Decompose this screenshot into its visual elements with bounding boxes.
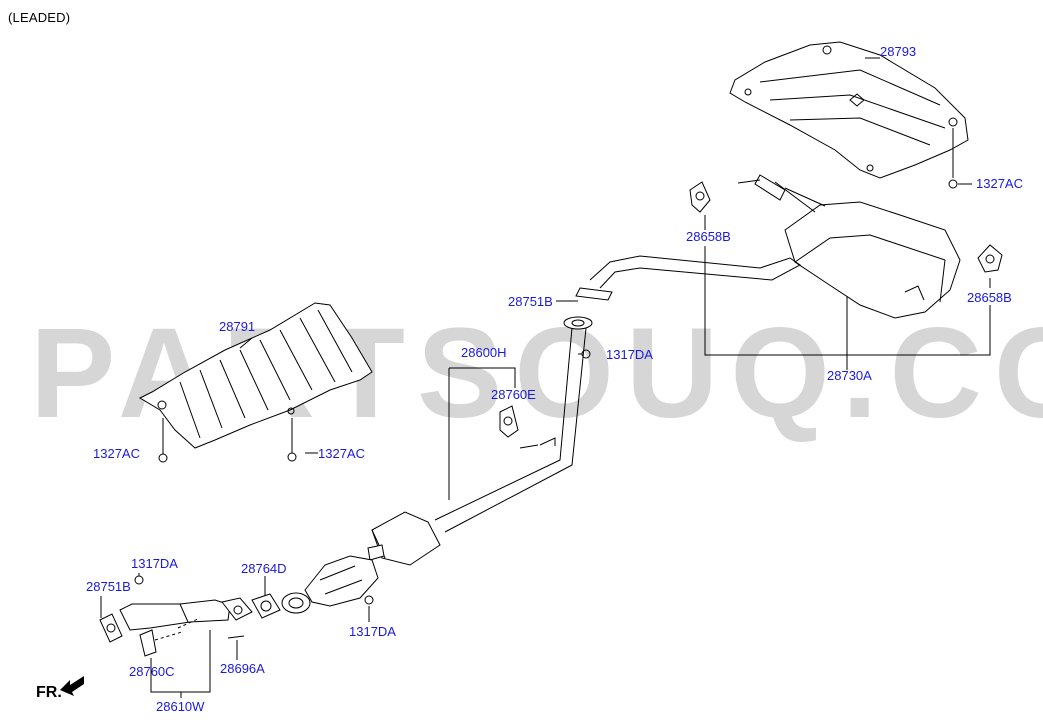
rubber-hanger-center [499,405,519,438]
callout-28696A[interactable]: 28696A [220,661,265,676]
front-indicator-label: FR. [36,684,62,701]
callout-28658B-right[interactable]: 28658B [967,290,1012,305]
callout-28793[interactable]: 28793 [880,44,917,59]
callout-28658B-left[interactable]: 28658B [686,229,731,244]
callout-28764D[interactable]: 28764D [241,561,287,576]
heat-protector-rear [729,41,969,179]
callout-1317DA-top[interactable]: 1317DA [606,347,653,362]
callout-28751B-top[interactable]: 28751B [508,294,553,309]
callout-1327AC-right[interactable]: 1327AC [976,176,1023,191]
callout-1327AC-mid[interactable]: 1327AC [318,446,365,461]
center-pipe [434,316,593,533]
nut-1327AC-left [158,453,168,463]
heat-protector-front [138,302,373,449]
front-pipe [99,597,253,657]
gasket-front [251,593,281,619]
nut-1327AC-mid [287,452,297,462]
nut-1327AC-right [948,179,958,189]
callout-28600H[interactable]: 28600H [461,345,507,360]
leader-lines [100,57,991,698]
resonator [371,511,441,566]
callout-28760E[interactable]: 28760E [491,387,536,402]
catalytic-converter [281,544,385,614]
nut-1317DA-bottom-left [134,575,144,585]
muffler [737,174,961,319]
rubber-hanger-left [689,181,711,213]
variant-label: (LEADED) [8,10,71,25]
callout-28610W[interactable]: 28610W [156,699,205,714]
rear-pipe [575,255,801,301]
callout-1317DA-bottom-right[interactable]: 1317DA [349,624,396,639]
callout-1327AC-left[interactable]: 1327AC [93,446,140,461]
callout-1317DA-bottom-left[interactable]: 1317DA [131,556,178,571]
callout-28791[interactable]: 28791 [219,319,256,334]
callout-28760C[interactable]: 28760C [129,664,175,679]
nut-1317DA-bottom-right [364,595,374,605]
rubber-hanger-right [977,244,1003,273]
front-arrow-icon [60,676,84,696]
callout-28730A[interactable]: 28730A [827,368,872,383]
callout-28751B-bottom[interactable]: 28751B [86,579,131,594]
